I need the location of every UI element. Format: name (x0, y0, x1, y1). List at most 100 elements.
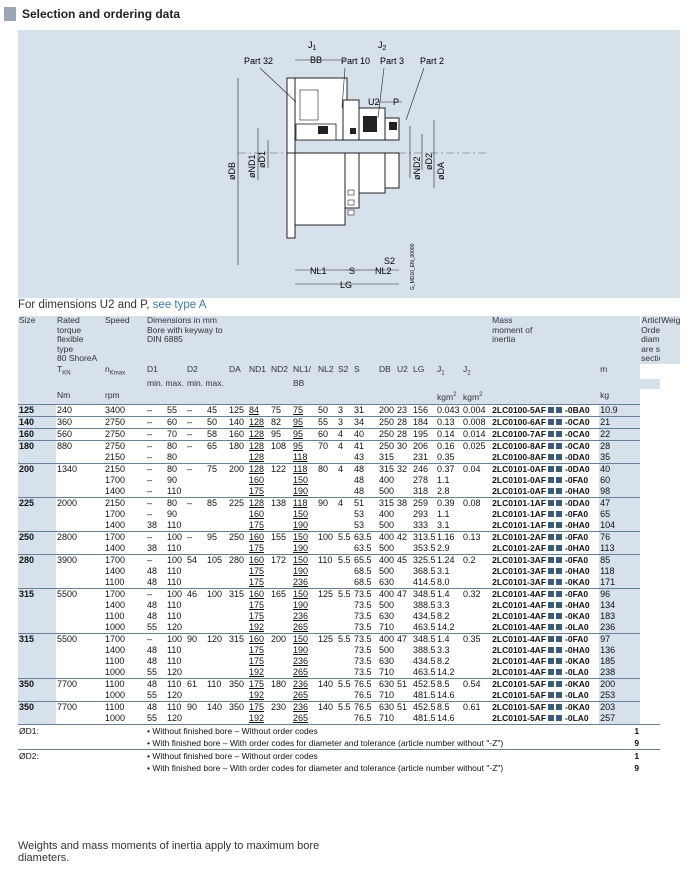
cell-j1: 0.14 (436, 427, 462, 441)
cell-size (18, 576, 56, 589)
cell-nd2: 180 (270, 677, 292, 690)
cell-j2 (462, 645, 491, 656)
cell-lg: 278 (413, 474, 429, 485)
cell-n: 1000 (105, 621, 126, 632)
cell-weight: 118 (599, 565, 641, 577)
section-title: Selection and ordering data (22, 7, 181, 21)
cell-d1max: 110 (167, 576, 182, 587)
cell-s2 (337, 543, 353, 555)
type-a-link[interactable]: see type A (152, 299, 207, 311)
cell-j1: 0.37 (436, 462, 462, 475)
cell-nd1: 175 (249, 485, 265, 496)
cell-d1min: 48 (147, 610, 158, 621)
cell-nl2 (317, 452, 337, 464)
cell-s2 (337, 475, 353, 486)
cell-nl2 (317, 656, 337, 667)
cell-n: 2750 (104, 415, 146, 429)
cell-d2min (186, 600, 206, 611)
placeholder-square-icon (556, 443, 563, 450)
cell-s2: 3 (337, 415, 353, 429)
placeholder-square-icon (548, 419, 555, 426)
cell-j1: 3.3 (437, 599, 450, 610)
cell-d1min: 48 (146, 700, 166, 713)
cell-s2 (337, 452, 353, 464)
placeholder-square-icon (556, 454, 563, 461)
cell-d1max: 110 (167, 599, 182, 610)
cell-nl2: 90 (317, 496, 337, 509)
cell-nd2: 75 (270, 403, 292, 417)
cell-u2: 47 (396, 587, 412, 600)
footnote-text: • With finished bore – With order codes … (147, 737, 504, 748)
cell-d1max: 110 (167, 565, 182, 576)
cell-nd2 (270, 509, 292, 520)
section-header: Selection and ordering data (4, 5, 180, 23)
cell-n: 2150 (104, 496, 146, 509)
cell-size (18, 689, 56, 702)
cell-size (18, 666, 56, 679)
cell-nd1: 192 (249, 712, 265, 723)
table-head: Size Rated Speed Dimensions in mm Mass A… (18, 316, 680, 405)
cell-d1min: – (147, 485, 153, 496)
cell-db: 315 (378, 496, 396, 509)
label-drawing-id: G_MD10_EN_00000 (410, 243, 416, 290)
cell-d2min (186, 520, 206, 532)
cell-db: 500 (379, 519, 395, 530)
cell-d1min: – (147, 508, 153, 519)
cell-j2 (462, 667, 491, 679)
placeholder-square-icon (548, 534, 555, 541)
cell-nl1: 118 (293, 451, 308, 462)
cell-nl1: 236 (292, 700, 317, 713)
cell-d2max: 75 (206, 462, 228, 475)
cell-s: 63.5 (353, 530, 378, 543)
cell-db: 315 (379, 451, 395, 462)
placeholder-square-icon (556, 545, 563, 552)
cell-t (56, 486, 104, 498)
cell-t (56, 622, 104, 634)
cell-u2: 51 (396, 700, 412, 713)
cell-n: 1000 (105, 666, 126, 677)
cell-nl1: 265 (293, 621, 309, 632)
placeholder-square-icon (556, 488, 563, 495)
cell-s: 73.5 (353, 587, 378, 600)
placeholder-square-icon (548, 454, 555, 461)
cell-t (56, 656, 104, 667)
cell-d1min: – (146, 553, 166, 566)
cell-j1: 14.6 (437, 712, 455, 723)
cell-nd1: 160 (248, 632, 270, 645)
cell-db: 250 (378, 439, 396, 452)
section-marker (4, 7, 16, 21)
cell-d2min: – (186, 427, 206, 441)
cell-lg: 246 (412, 462, 436, 475)
placeholder-square-icon (548, 647, 555, 654)
cell-size: 250 (18, 530, 56, 543)
cell-d2max: 120 (206, 632, 228, 645)
cell-u2 (396, 520, 412, 532)
cell-article: 2LC0101-5AF-0LA0 (492, 712, 589, 723)
cell-s2 (337, 520, 353, 532)
cell-article: 2LC0100-5AF-0BA0 (491, 403, 600, 417)
cell-db: 630 (379, 576, 395, 587)
label-j1: J1 (308, 40, 317, 52)
weights-note: Weights and mass moments of inertia appl… (18, 840, 320, 864)
cell-article: 2LC0101-4AF-0FA0 (491, 587, 600, 600)
placeholder-square-icon (556, 602, 563, 609)
cell-nd2 (270, 452, 292, 464)
cell-nl2: 125 (317, 632, 337, 645)
cell-da (228, 600, 248, 611)
cell-db: 710 (379, 666, 395, 677)
cell-article: 2LC0101-3AF-0HA0 (492, 565, 590, 576)
cell-nl2: 100 (317, 530, 337, 543)
cell-db: 400 (379, 508, 395, 519)
cell-j2: 0.54 (462, 677, 492, 690)
cell-nd1: 160 (248, 553, 270, 566)
cell-weight: 85 (599, 553, 641, 566)
cell-n: 1000 (105, 689, 126, 700)
placeholder-square-icon (556, 624, 563, 631)
cell-d1max: 60 (166, 415, 186, 429)
cell-t (56, 475, 104, 486)
cell-nl1: 118 (292, 462, 317, 475)
